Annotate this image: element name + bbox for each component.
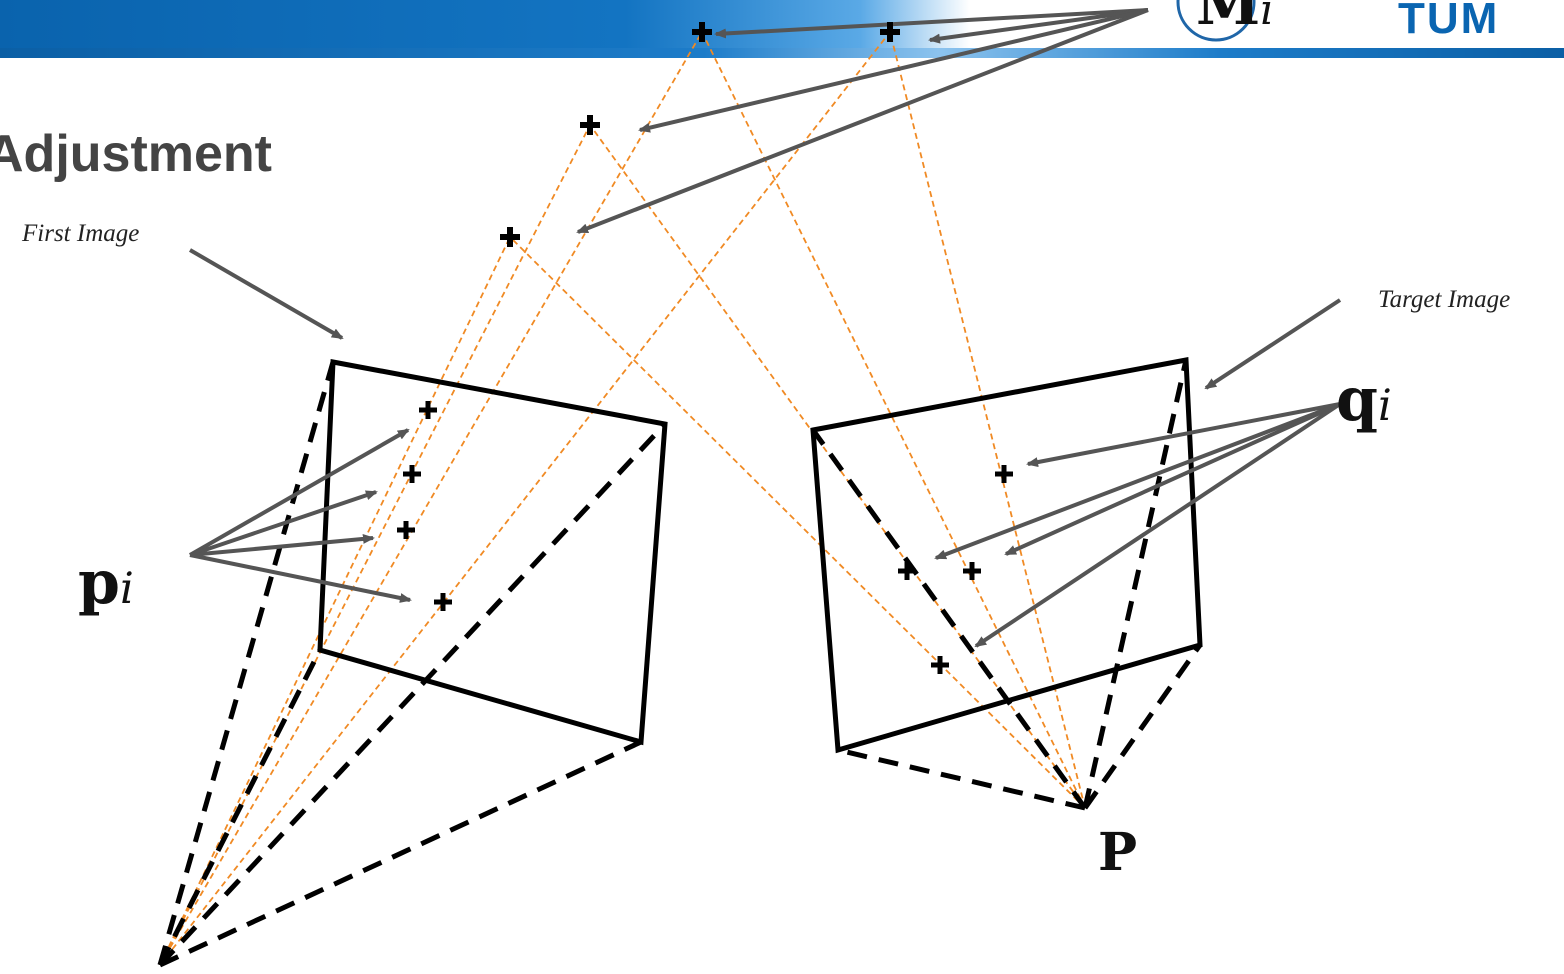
image-point-marker: [931, 656, 949, 674]
image-point-marker: [898, 562, 916, 580]
m-emblem-circle: [1176, 0, 1256, 42]
first-image-label: First Image: [22, 220, 140, 247]
target-image-label: Target Image: [1378, 286, 1511, 313]
q-symbol: q: [1336, 365, 1378, 435]
tum-logo: TUM: [1398, 0, 1500, 43]
header-rule: [0, 48, 1564, 58]
m-subscript: i: [1260, 0, 1274, 34]
world-point-marker: [692, 22, 712, 42]
projection-matrix-label: P: [1098, 822, 1138, 883]
first-image-points: [397, 401, 452, 611]
m-i-label: Mi: [1196, 0, 1274, 38]
first-camera: [157, 359, 668, 968]
p-i-label: pi: [78, 548, 134, 618]
q-subscript: i: [1377, 381, 1392, 431]
image-point-marker: [397, 521, 415, 539]
m-symbol: M: [1196, 0, 1261, 38]
p-subscript: i: [119, 564, 134, 614]
image-point-marker: [963, 562, 981, 580]
target-camera: [810, 357, 1203, 811]
world-point-marker: [880, 22, 900, 42]
projection-rays: [159, 31, 1086, 966]
image-point-marker: [403, 465, 421, 483]
annotation-arrows: [188, 8, 1342, 648]
target-image-points: [898, 465, 1013, 674]
world-point-marker: [580, 115, 600, 135]
image-point-marker: [434, 593, 452, 611]
q-i-label: qi: [1336, 365, 1392, 435]
image-point-marker: [419, 401, 437, 419]
slide-title: Adjustment: [0, 125, 272, 183]
world-points: [500, 22, 900, 247]
world-point-marker: [500, 227, 520, 247]
p-symbol: p: [78, 548, 120, 618]
image-point-marker: [995, 465, 1013, 483]
